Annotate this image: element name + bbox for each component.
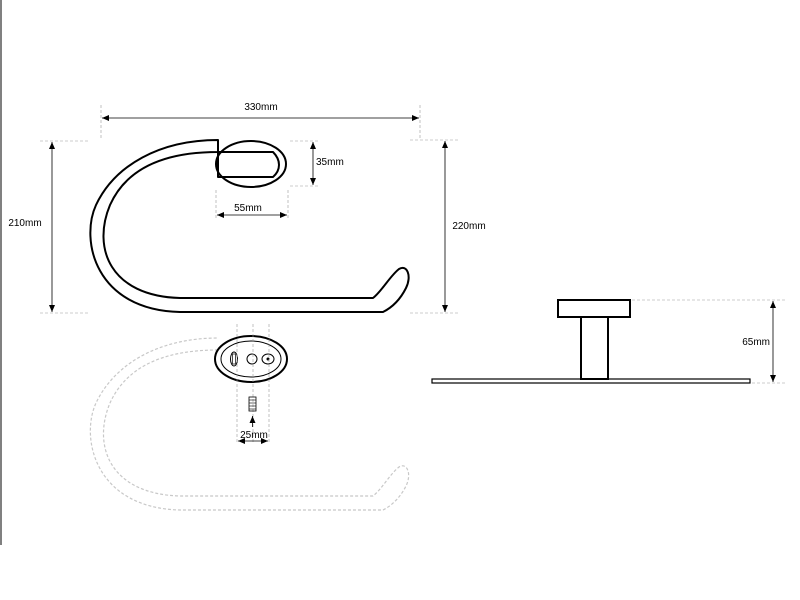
label-height-left: 210mm (8, 218, 41, 229)
towel-ring-outline (89, 139, 410, 313)
label-flange-height: 35mm (316, 157, 344, 168)
screw-hole-left (230, 351, 238, 367)
label-width-total: 330mm (244, 102, 277, 113)
center-hole (246, 353, 258, 365)
label-projection: 65mm (742, 337, 770, 348)
wall-anchor (248, 396, 257, 412)
ring-arm (217, 151, 280, 178)
ghost-ring-outline (89, 337, 410, 511)
side-view: 65mm (431, 299, 785, 384)
label-hole-spacing: 25mm (240, 430, 268, 441)
label-flange-width: 55mm (234, 203, 262, 214)
mount-plate-inner (220, 340, 282, 378)
front-view: 330mm 210mm 220mm 35mm 55mm (2, 100, 488, 314)
screw-hole-right (261, 353, 275, 365)
mount-plate (214, 335, 288, 383)
label-height-right: 220mm (452, 221, 485, 232)
mount-flange (215, 140, 287, 188)
support-post (580, 316, 609, 380)
post-cap (557, 299, 631, 318)
mounting-view: 25mm (89, 324, 410, 511)
